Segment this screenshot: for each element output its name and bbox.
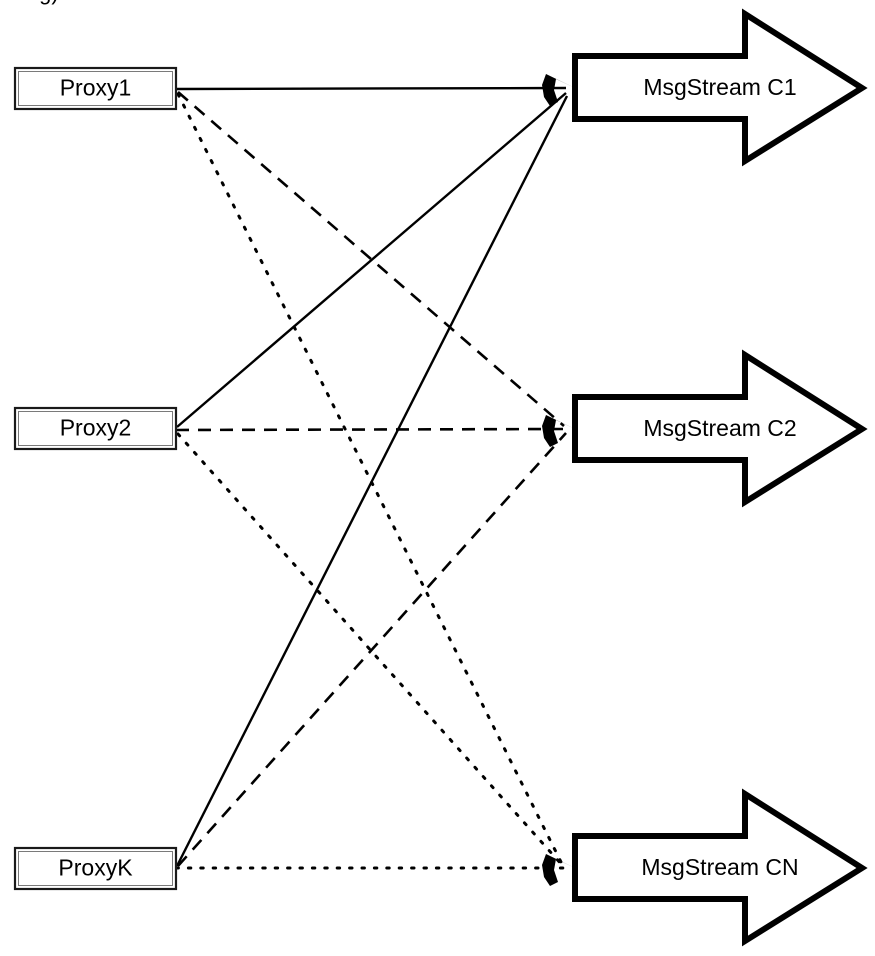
stream-c2-block-arrow-icon[interactable] (572, 349, 868, 508)
stream-node-c2[interactable]: MsgStream C2 (572, 349, 868, 508)
arrowhead-glyph (542, 854, 575, 886)
stream-cn-label: MsgStream CN (641, 854, 798, 880)
arrowhead-glyph (542, 415, 575, 447)
arrowhead-layer (542, 74, 575, 886)
link-proxy1-to-stream-c1[interactable] (175, 86, 567, 91)
proxy-node-proxy2[interactable]: Proxy2 (13, 406, 178, 451)
proxyk-box[interactable] (13, 846, 178, 891)
proxy-node-proxy1[interactable]: Proxy1 (13, 66, 178, 111)
link-proxyk-to-stream-c2[interactable] (177, 432, 567, 867)
stream-cn-block-arrow-icon[interactable] (572, 788, 868, 947)
stream-node-c1[interactable]: MsgStream C1 (572, 8, 868, 167)
proxy1-box-inner (18, 71, 173, 106)
proxyk-box-inner (18, 851, 173, 886)
link-proxy2-to-stream-c2[interactable] (175, 427, 567, 432)
dml-operation-label-line2: (Insert Msg) (0, 0, 59, 5)
arrowhead-glyph (542, 74, 575, 106)
proxy2-box-inner (18, 411, 173, 446)
arrowhead-icon-stream-c2 (542, 415, 575, 447)
proxy2-label: Proxy2 (60, 415, 132, 441)
proxyk-label: ProxyK (58, 855, 133, 881)
stream-c2-label: MsgStream C2 (643, 415, 796, 441)
link-layer (174, 86, 569, 870)
arrowhead-icon-stream-cn (542, 854, 575, 886)
dml-operation-edge-label: DML Operation (Insert Msg) (0, 0, 74, 5)
dml-operation-label-line1: DML Operation (0, 0, 74, 5)
arrowhead-icon-stream-c1 (542, 74, 575, 106)
link-proxy2-to-stream-cn[interactable] (176, 432, 564, 867)
stream-c1-block-arrow-icon[interactable] (572, 8, 868, 167)
stream-node-cn[interactable]: MsgStream CN (572, 788, 868, 947)
link-proxyk-to-stream-c1[interactable] (175, 95, 569, 867)
proxy1-box[interactable] (13, 66, 178, 111)
link-proxy1-to-stream-c2[interactable] (177, 91, 565, 427)
proxy2-box[interactable] (13, 406, 178, 451)
proxy-node-proxyk[interactable]: ProxyK (13, 846, 178, 891)
proxy1-label: Proxy1 (60, 75, 132, 101)
stream-c1-label: MsgStream C1 (643, 74, 796, 100)
link-proxy2-to-stream-c1[interactable] (176, 92, 567, 428)
